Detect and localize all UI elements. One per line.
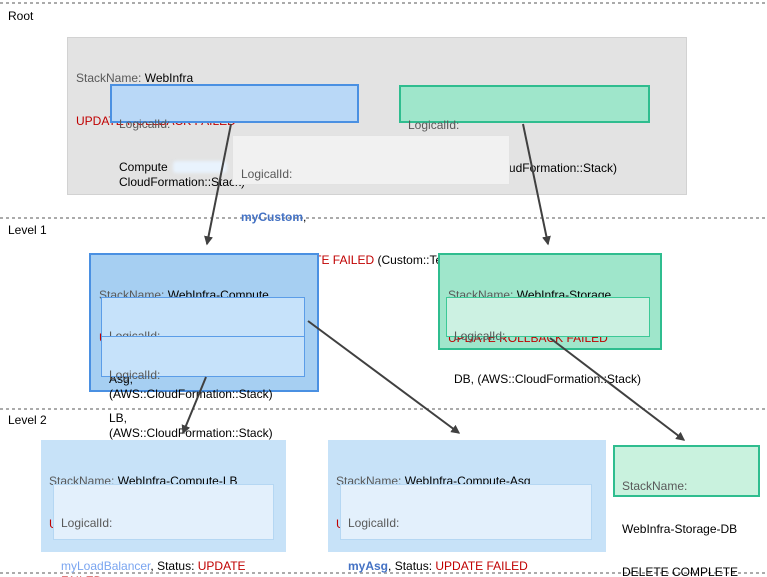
status-label: Status: xyxy=(394,559,436,573)
status-label: Status: xyxy=(157,559,198,573)
divider-bottom xyxy=(0,572,767,574)
redacted-blur xyxy=(173,161,228,173)
status-value: UPDATE FAILED xyxy=(435,559,528,573)
resource-name: myCustom xyxy=(241,210,304,224)
stack-webinfra-compute-lb: StackName: WebInfra-Compute-LB UPDATE RO… xyxy=(41,440,286,577)
arrow-asg-to-compute-asg xyxy=(307,320,461,434)
stack-name: WebInfra xyxy=(144,71,194,85)
resource-name: myAsg xyxy=(348,559,389,573)
resource-text: LB, (AWS::CloudFormation::Stack) xyxy=(109,411,273,440)
divider-top xyxy=(0,2,767,4)
resource-name: Compute xyxy=(119,160,172,174)
resource-lb: LogicalId: LB, (AWS::CloudFormation::Sta… xyxy=(101,336,305,440)
resource-name: myLoadBalancer xyxy=(61,559,151,573)
stack-status: DELETE COMPLETE xyxy=(622,565,739,577)
stack-webinfra-storage: StackName: WebInfra-Storage UPDATE ROLLB… xyxy=(438,253,662,386)
stack-name: WebInfra-Storage-DB xyxy=(622,522,738,536)
resource-asg: LogicalId: Asg, (AWS::CloudFormation::St… xyxy=(101,297,305,401)
resource-myloadbalancer: LogicalId: myLoadBalancer, Status: UPDAT… xyxy=(53,484,274,577)
stackname-label: StackName: xyxy=(76,71,145,85)
resource-text: DB, (AWS::CloudFormation::Stack) xyxy=(454,372,641,386)
stack-webinfra-compute-asg: StackName: WebInfra-Compute-Asg UPDATE R… xyxy=(328,440,606,573)
resource-storage: LogicalId: Storage (AWS::CloudFormation:… xyxy=(399,85,650,175)
resource-myasg: LogicalId: myAsg, Status: UPDATE FAILED … xyxy=(340,484,592,573)
stackname-label: StackName: xyxy=(622,479,688,493)
resource-compute: LogicalId: Compute CloudFormation::Stack… xyxy=(110,84,359,189)
logicalid-label: LogicalId: xyxy=(408,118,460,132)
section-label-root: Root xyxy=(8,9,34,23)
stack-webinfra-compute: StackName: WebInfra-Compute UPDATE ROLLB… xyxy=(89,253,319,440)
section-label-level2: Level 2 xyxy=(8,413,47,427)
stack-webinfra-storage-db: StackName: WebInfra-Storage-DB DELETE CO… xyxy=(613,445,760,577)
section-label-level1: Level 1 xyxy=(8,223,47,237)
resource-db: LogicalId: DB, (AWS::CloudFormation::Sta… xyxy=(446,297,650,386)
tooltip-mycustom: LogicalId: myCustom, Status: UPDATE FAIL… xyxy=(232,135,510,267)
logicalid-label: LogicalId: xyxy=(241,167,293,181)
resource-type: CloudFormation::Stack) xyxy=(119,175,246,189)
logicalid-label: LogicalId: xyxy=(119,117,171,131)
status-value: UPDATE FAILED xyxy=(61,559,246,577)
divider-level1 xyxy=(0,217,767,219)
